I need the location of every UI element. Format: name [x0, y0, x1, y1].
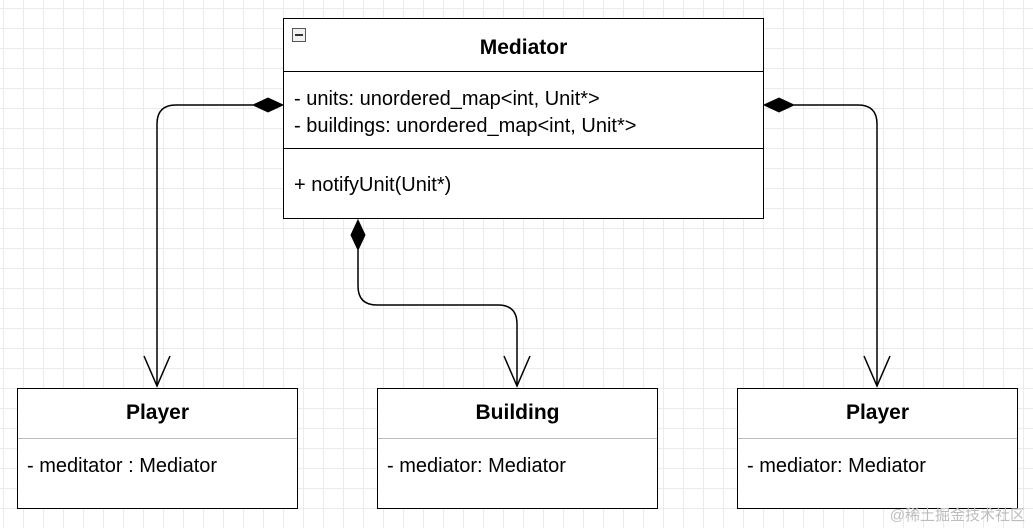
attributes-section: - meditator : Mediator: [18, 439, 297, 480]
divider: [738, 438, 1017, 439]
watermark: @稀土掘金技术社区: [889, 507, 1025, 524]
minus-square-icon[interactable]: [292, 28, 306, 42]
player-right-class-box[interactable]: Player - mediator: Mediator: [737, 388, 1018, 509]
operation-notify-unit: + notifyUnit(Unit*): [294, 174, 452, 196]
attribute-mediator: - mediator: Mediator: [747, 455, 926, 477]
open-arrow-left-icon: [143, 355, 171, 388]
composition-diamond-left-icon: [251, 97, 285, 113]
class-name: Building: [475, 401, 560, 424]
attribute-meditator: - meditator : Mediator: [27, 455, 218, 477]
open-arrow-building-icon: [503, 355, 531, 388]
player-left-class-box[interactable]: Player - meditator : Mediator: [17, 388, 298, 509]
edge-mediator-player-left[interactable]: [156, 104, 253, 386]
building-class-box[interactable]: Building - mediator: Mediator: [377, 388, 658, 509]
divider: [284, 71, 763, 72]
attribute-mediator: - mediator: Mediator: [387, 455, 566, 477]
divider: [284, 148, 763, 149]
attribute-units: - units: unordered_map<int, Unit*>: [294, 88, 600, 110]
class-name: Mediator: [479, 36, 568, 59]
composition-diamond-right-icon: [762, 97, 796, 113]
class-name: Player: [845, 401, 910, 424]
attributes-section: - mediator: Mediator: [738, 439, 1017, 480]
composition-diamond-bottom-icon: [350, 218, 366, 252]
attribute-buildings: - buildings: unordered_map<int, Unit*>: [294, 115, 637, 137]
operations-section: + notifyUnit(Unit*): [284, 149, 763, 199]
class-name: Player: [125, 401, 190, 424]
edge-mediator-player-right[interactable]: [794, 104, 878, 386]
attributes-section: - units: unordered_map<int, Unit*> - bui…: [284, 72, 763, 148]
divider: [18, 438, 297, 439]
divider: [378, 438, 657, 439]
edge-mediator-building[interactable]: [357, 250, 518, 386]
mediator-class-box[interactable]: Mediator - units: unordered_map<int, Uni…: [283, 18, 764, 219]
attributes-section: - mediator: Mediator: [378, 439, 657, 480]
open-arrow-right-icon: [863, 355, 891, 388]
